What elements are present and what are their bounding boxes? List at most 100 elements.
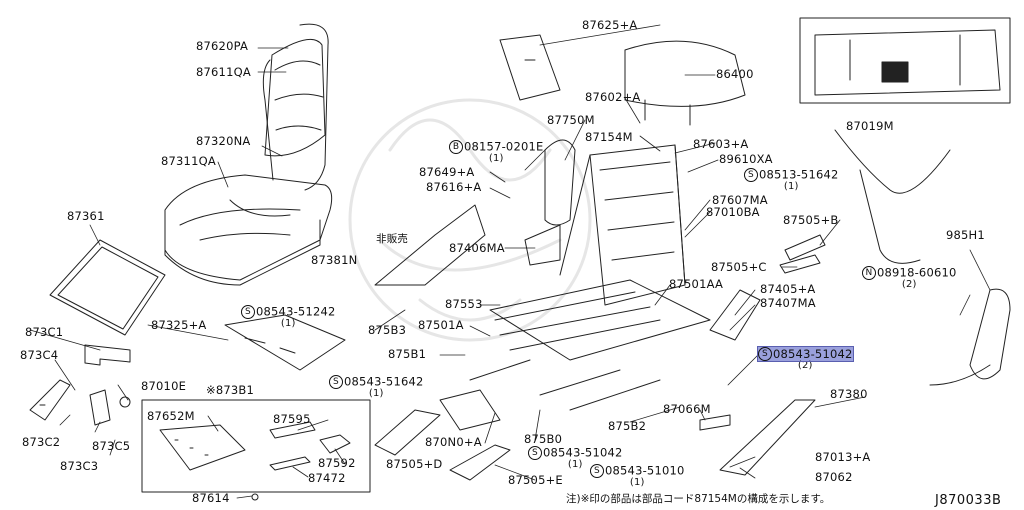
clip-87010e xyxy=(119,396,131,408)
callout-text: 08543-51642 xyxy=(344,374,424,389)
label-87652m: 87652M xyxy=(147,409,195,423)
label-875b0: 875B0 xyxy=(524,432,563,446)
label-87013a: 87013+A xyxy=(815,450,871,464)
label-87381n: 87381N xyxy=(311,253,358,267)
label-985h1: 985H1 xyxy=(946,228,985,242)
vehicle-locator xyxy=(799,17,1011,104)
b-mark-icon: B xyxy=(449,140,463,154)
label-87505e: 87505+E xyxy=(508,473,563,487)
label-87062: 87062 xyxy=(815,470,853,484)
label-87553: 87553 xyxy=(445,297,483,311)
cover-87405a xyxy=(709,289,761,341)
label-87505d: 87505+D xyxy=(386,457,443,471)
group-title: ※873B1 xyxy=(206,383,254,397)
label-87320na: 87320NA xyxy=(196,134,251,148)
bracket-873c1 xyxy=(84,344,131,366)
label-87472: 87472 xyxy=(308,471,346,485)
group-box xyxy=(141,399,371,493)
label-875b3: 875B3 xyxy=(368,323,407,337)
callout-text: 08543-51010 xyxy=(605,463,685,478)
side-trim-87750m xyxy=(544,139,576,226)
label-87066m: 87066M xyxy=(663,402,711,416)
label-87407ma: 87407MA xyxy=(760,296,816,310)
label-87380: 87380 xyxy=(830,387,868,401)
callout-qty: (1) xyxy=(368,388,384,399)
label-873c3: 873C3 xyxy=(60,459,99,473)
label-87019m: 87019M xyxy=(846,119,894,133)
part-87652m xyxy=(159,424,246,471)
seat-frame xyxy=(469,279,711,411)
seat-pad xyxy=(49,239,166,336)
callout-qty: (2) xyxy=(901,279,917,290)
watermark xyxy=(348,98,592,342)
cover-87505d xyxy=(374,409,441,456)
label-873c1: 873C1 xyxy=(25,325,64,339)
callout-qty: (1) xyxy=(280,318,296,329)
s-mark-icon: S xyxy=(590,464,604,478)
label-87592: 87592 xyxy=(318,456,356,470)
harness-985h1 xyxy=(929,364,991,386)
callout-text: 08543-51042 xyxy=(773,346,853,361)
cover-87505b xyxy=(784,234,826,261)
bolt-87614 xyxy=(251,493,259,501)
part-873c4 xyxy=(29,379,71,421)
lever-87066m xyxy=(699,414,731,431)
callout-qty: (1) xyxy=(567,459,583,470)
label-87614: 87614 xyxy=(192,491,230,505)
callout-text: 08543-51242 xyxy=(256,304,336,319)
label-89610xa: 89610XA xyxy=(719,152,773,166)
harness-87019m xyxy=(834,129,951,264)
label-873c5: 873C5 xyxy=(92,439,131,453)
label-87602a: 87602+A xyxy=(585,90,641,104)
label-87406ma: 87406MA xyxy=(449,241,505,255)
cover-87505e xyxy=(449,444,511,481)
label-87750m: 87750M xyxy=(547,113,595,127)
label-not-for-sale: 非販売 xyxy=(376,233,409,245)
part-87595 xyxy=(269,421,316,439)
callout-qty: (1) xyxy=(488,153,504,164)
callout-text: 08157-0201E xyxy=(464,139,544,154)
label-875b2: 875B2 xyxy=(608,419,647,433)
label-873c2: 873C2 xyxy=(22,435,61,449)
cover-87380 xyxy=(719,399,816,476)
label-87010ba: 87010BA xyxy=(706,205,760,219)
part-873c5 xyxy=(89,389,111,426)
trim-sheet xyxy=(224,314,346,371)
label-87501a: 87501A xyxy=(418,318,464,332)
part-87472 xyxy=(269,456,311,471)
label-87603a: 87603+A xyxy=(693,137,749,151)
leader-lines xyxy=(29,24,991,499)
callout-qty: (2) xyxy=(797,360,813,371)
label-87616a: 87616+A xyxy=(426,180,482,194)
label-87505c: 87505+C xyxy=(711,260,767,274)
backrest-cushion xyxy=(262,23,329,191)
callout-text: 08543-51042 xyxy=(543,445,623,460)
headrest xyxy=(624,40,746,126)
label-87595: 87595 xyxy=(273,412,311,426)
s-mark-icon: S xyxy=(329,375,343,389)
label-87405a: 87405+A xyxy=(760,282,816,296)
label-87501aa: 87501AA xyxy=(669,277,724,291)
label-87625a: 87625+A xyxy=(582,18,638,32)
bracket-870n0a xyxy=(439,389,501,431)
s-mark-icon: S xyxy=(758,347,772,361)
label-87649a: 87649+A xyxy=(419,165,475,179)
label-87505b: 87505+B xyxy=(783,213,839,227)
s-mark-icon: S xyxy=(528,446,542,460)
footnote: 注)※印の部品は部品コード87154Mの構成を示します。 xyxy=(566,493,831,505)
s-mark-icon: S xyxy=(744,168,758,182)
label-87311qa: 87311QA xyxy=(161,154,216,168)
n-mark-icon: N xyxy=(862,266,876,280)
seat-cushion xyxy=(164,174,333,286)
trim-985h1 xyxy=(969,288,1011,380)
label-87620pa: 87620PA xyxy=(196,39,249,53)
label-87611qa: 87611QA xyxy=(196,65,251,79)
